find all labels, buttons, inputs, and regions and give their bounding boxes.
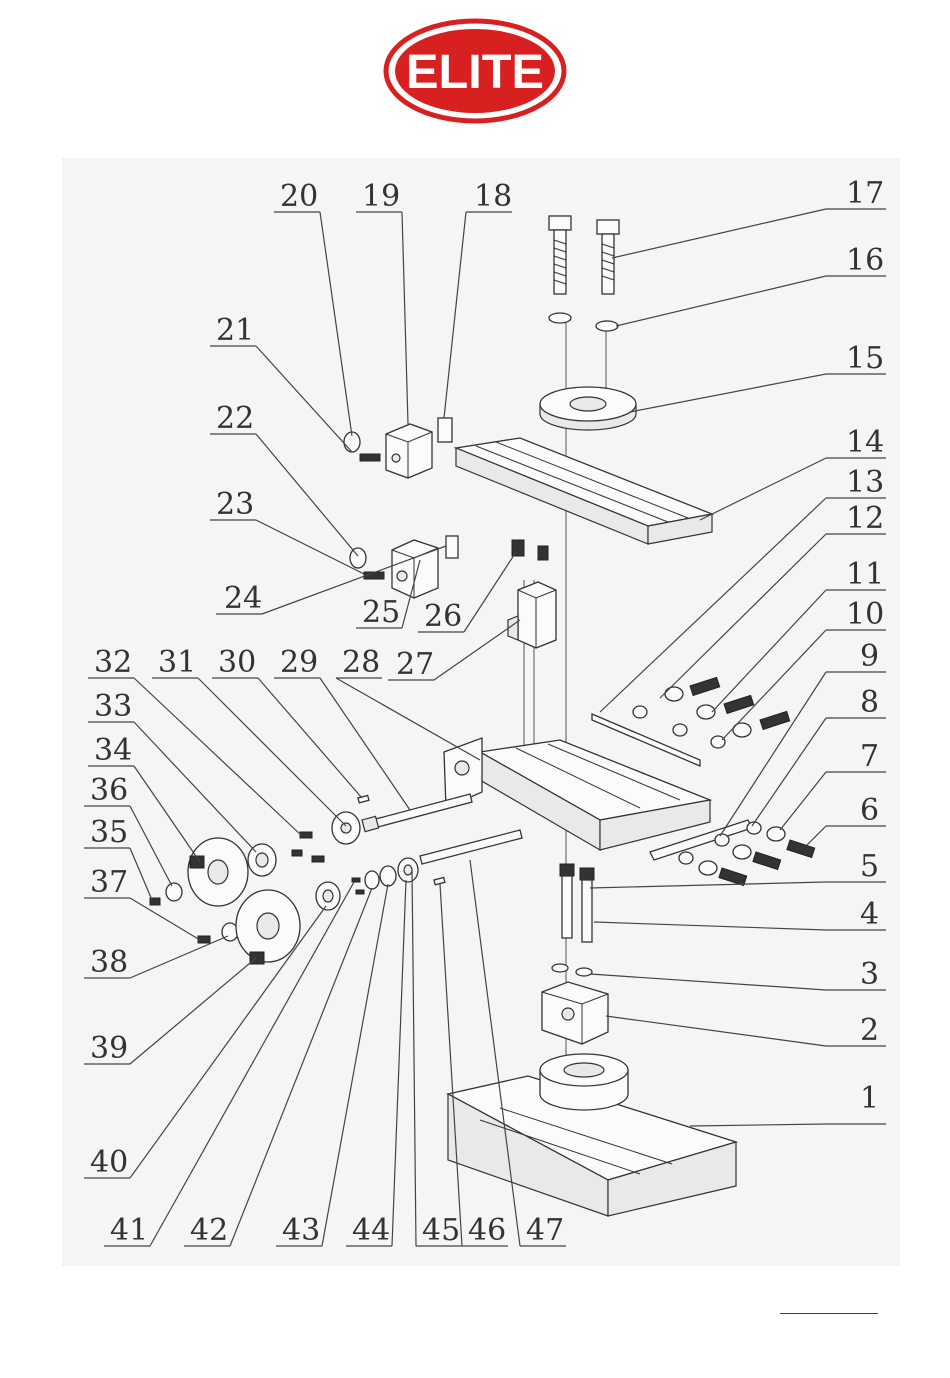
callout-8: 8 [860,685,879,720]
block-25 [350,536,458,598]
callout-19: 19 [362,179,400,214]
callout-23: 23 [216,487,254,522]
callout-2: 2 [860,1013,879,1048]
callout-12: 12 [846,501,884,536]
callout-34: 34 [94,733,132,768]
block-19 [344,418,452,478]
leadscrews-29-47 [362,794,522,864]
callout-28: 28 [342,645,380,680]
callout-9: 9 [860,639,879,674]
callout-29: 29 [280,645,318,680]
callout-42: 42 [190,1213,228,1248]
callout-7: 7 [860,739,879,774]
callout-45: 45 [422,1213,460,1248]
callout-11: 11 [846,557,884,592]
callout-3: 3 [860,957,879,992]
callout-27: 27 [396,647,434,682]
callout-38: 38 [90,945,128,980]
handwheel-34 [188,838,248,906]
callout-20: 20 [280,179,318,214]
callout-47: 47 [526,1213,564,1248]
callout-22: 22 [216,401,254,436]
callout-1: 1 [860,1081,879,1116]
callout-30: 30 [218,645,256,680]
callout-43: 43 [282,1213,320,1248]
column-parts-2-4 [542,864,608,1044]
bracket-27 [508,582,556,648]
bolt-17 [549,216,619,294]
callout-44: 44 [352,1213,390,1248]
callout-35: 35 [90,815,128,850]
screws-10-12 [633,677,790,748]
callout-39: 39 [90,1031,128,1066]
screws-5-8 [679,822,815,886]
base-1 [448,1054,736,1216]
callout-36: 36 [90,773,128,808]
handwheel-39 [236,890,300,964]
callout-6: 6 [860,793,879,828]
part-drawings [150,216,815,1216]
footer-link-underline[interactable] [780,1313,878,1314]
callout-32: 32 [94,645,132,680]
callout-33: 33 [94,689,132,724]
table-14 [456,438,712,544]
callout-25: 25 [362,595,400,630]
ring-15 [540,387,636,430]
callout-10: 10 [846,597,884,632]
callout-37: 37 [90,865,128,900]
callout-4: 4 [860,897,879,932]
callout-14: 14 [846,425,884,460]
callout-5: 5 [860,849,879,884]
callout-21: 21 [216,313,254,348]
callout-18: 18 [474,179,512,214]
callout-24: 24 [224,581,262,616]
callout-31: 31 [158,645,196,680]
callout-40: 40 [90,1145,128,1180]
saddle-28 [444,738,710,850]
callout-17: 17 [846,176,884,211]
callout-26: 26 [424,599,462,634]
callout-16: 16 [846,243,884,278]
callout-46: 46 [468,1213,506,1248]
callout-41: 41 [110,1213,148,1248]
callout-15: 15 [846,341,884,376]
callout-13: 13 [846,465,884,500]
